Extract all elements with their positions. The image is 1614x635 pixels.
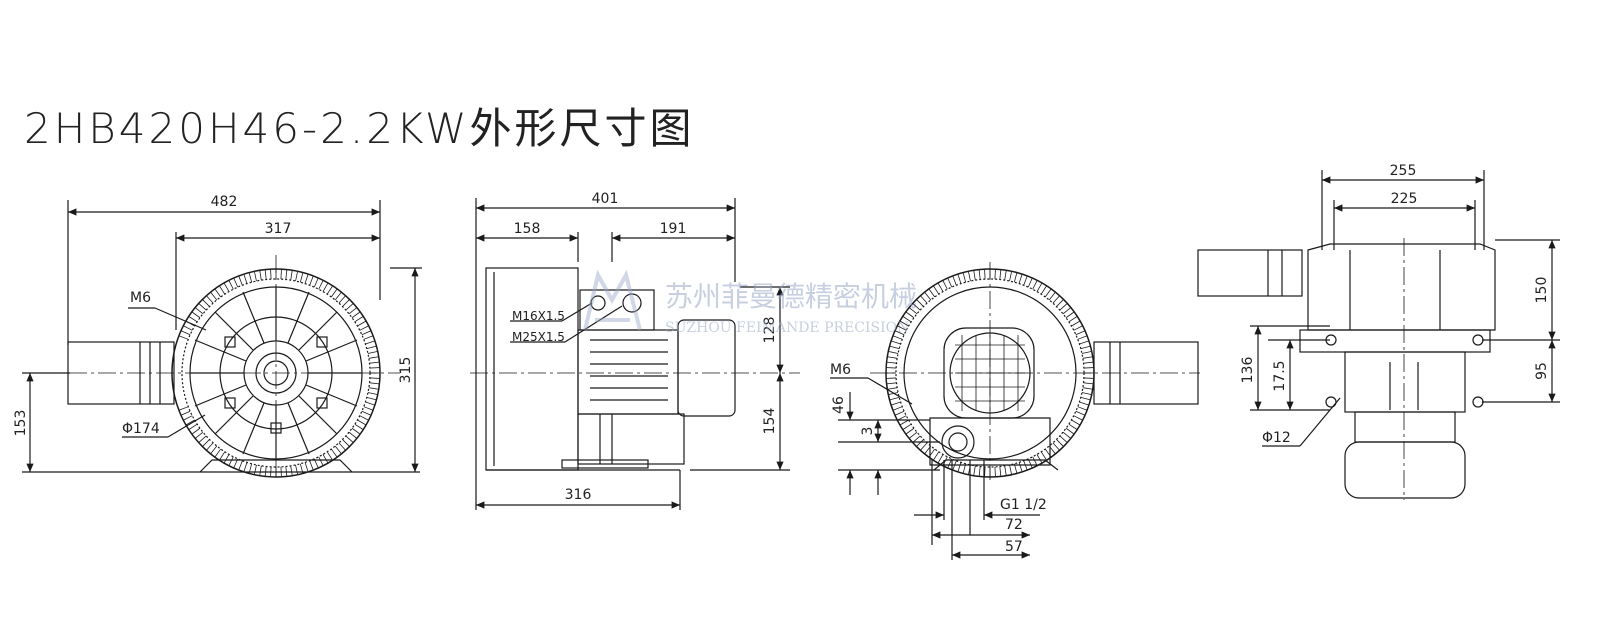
dim-153: 153 bbox=[13, 410, 29, 437]
dim-191: 191 bbox=[660, 221, 687, 237]
dim-57: 57 bbox=[1005, 539, 1023, 555]
cooling-fins bbox=[178, 269, 380, 477]
dim-128: 128 bbox=[762, 317, 778, 344]
dim-72: 72 bbox=[1005, 517, 1023, 533]
dim-315: 315 bbox=[398, 357, 414, 384]
dim-316: 316 bbox=[565, 487, 592, 503]
view-top bbox=[1197, 170, 1560, 500]
watermark-text-cn: 苏州菲曼德精密机械 bbox=[665, 280, 917, 313]
watermark-logo bbox=[583, 269, 642, 331]
drawing-title: 2HB420H46-2.2KW外形尺寸图 bbox=[24, 104, 695, 153]
label-m16: M16X1.5 bbox=[512, 309, 565, 323]
label-m6-rear: M6 bbox=[830, 362, 851, 378]
dim-154: 154 bbox=[762, 408, 778, 435]
watermark-text-en: SUZHOU FEIMANDE PRECISION bbox=[665, 320, 909, 336]
dim-482: 482 bbox=[211, 194, 238, 210]
dim-255: 255 bbox=[1390, 163, 1417, 179]
dim-401: 401 bbox=[592, 191, 619, 207]
dim-g1-1-2: G1 1/2 bbox=[1000, 497, 1047, 513]
label-phi12: Φ12 bbox=[1262, 430, 1291, 446]
view-front-left bbox=[22, 200, 422, 480]
dim-317: 317 bbox=[265, 221, 292, 237]
cooling-fins bbox=[886, 269, 1094, 477]
dim-136: 136 bbox=[1240, 357, 1256, 384]
dim-150: 150 bbox=[1534, 277, 1550, 304]
dim-225: 225 bbox=[1391, 191, 1418, 207]
label-m25: M25X1.5 bbox=[512, 330, 565, 344]
dim-95: 95 bbox=[1534, 362, 1550, 380]
dim-46: 46 bbox=[831, 396, 847, 414]
dim-17-5: 17.5 bbox=[1272, 360, 1288, 391]
dim-158: 158 bbox=[514, 221, 541, 237]
label-phi174: Φ174 bbox=[122, 421, 160, 437]
view-side bbox=[470, 198, 800, 510]
dim-3: 3 bbox=[860, 427, 876, 436]
label-m6-left: M6 bbox=[130, 290, 151, 306]
